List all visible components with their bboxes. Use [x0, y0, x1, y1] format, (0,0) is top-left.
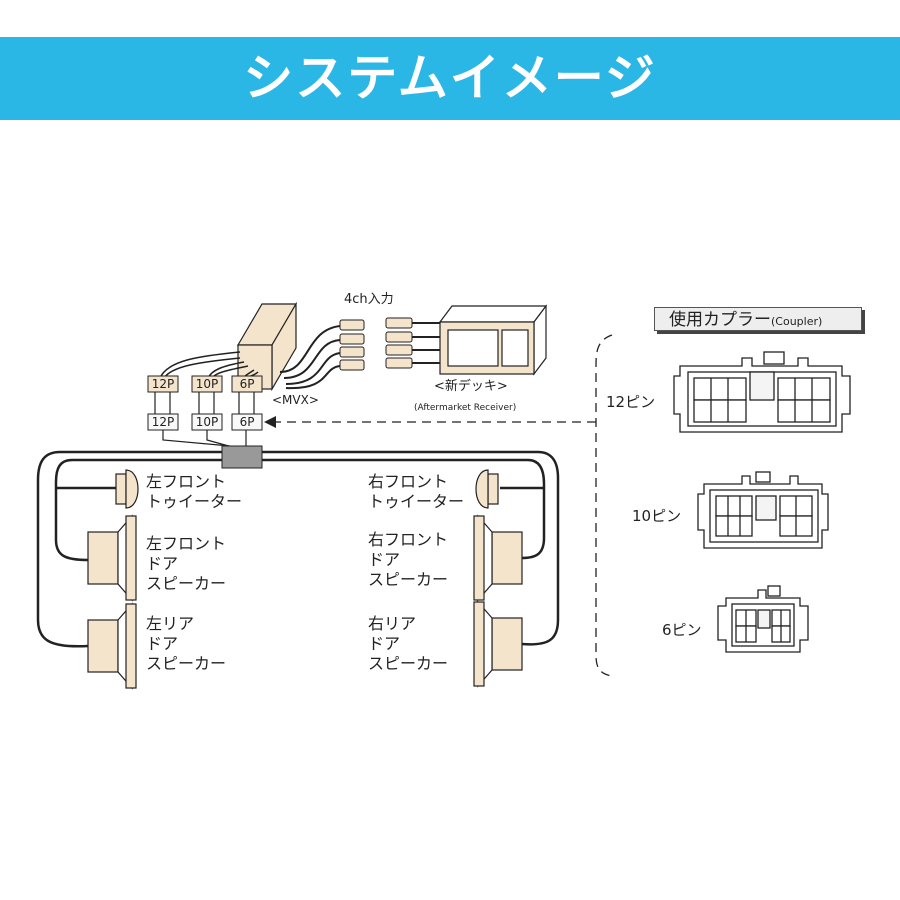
deck-english-label: (Aftermarket Receiver)	[414, 403, 517, 413]
right-front-tweeter-label: 右フロント トゥイーター	[368, 472, 464, 512]
right-rear-door-label: 右リア ドア スピーカー	[368, 614, 448, 674]
plug-12p-label: 12P	[151, 377, 175, 391]
title-banner: システムイメージ	[0, 37, 900, 120]
plug-12p-label-lower: 12P	[151, 415, 175, 429]
left-front-door-speaker-shape	[87, 514, 137, 602]
coupler-link-arrow	[264, 416, 276, 428]
left-front-tweeter-shape	[115, 469, 139, 509]
coupler-title-text: 使用カプラー	[669, 310, 771, 330]
mvx-label: <MVX>	[272, 393, 319, 407]
right-front-door-label: 右フロント ドア スピーカー	[368, 530, 448, 590]
label-line: スピーカー	[146, 574, 227, 593]
mvx-unit	[236, 301, 298, 392]
label-line: トゥイーター	[368, 492, 465, 511]
plug-6p-label: 6P	[239, 377, 255, 391]
right-front-tweeter-shape	[475, 469, 499, 509]
rca-plugs	[339, 317, 413, 371]
coupler-link-line	[272, 334, 613, 677]
label-line: スピーカー	[368, 654, 449, 673]
harness-junction	[221, 445, 263, 469]
left-rear-door-speaker-shape	[87, 602, 137, 690]
coupler-12pin-label: 12ピン	[606, 393, 656, 411]
label-line: 左フロント	[146, 472, 227, 491]
label-line: 右フロント	[368, 530, 449, 549]
right-front-door-speaker-shape	[473, 514, 523, 602]
deck-label: <新デッキ>	[434, 379, 508, 394]
label-line: ドア	[146, 554, 179, 573]
left-rear-door-label: 左リア ドア スピーカー	[146, 614, 226, 674]
label-line: 左リア	[146, 614, 195, 633]
banner-title: システムイメージ	[243, 49, 657, 107]
plug-row-lower	[147, 413, 263, 431]
label-line: トゥイーター	[146, 492, 243, 511]
label-line: 左フロント	[146, 534, 227, 553]
plug-10p-label: 10P	[195, 377, 219, 391]
coupler-12pin-shape	[673, 351, 851, 433]
plug-links	[154, 392, 255, 414]
plug-row-upper	[147, 375, 263, 393]
left-front-tweeter-label: 左フロント トゥイーター	[146, 472, 242, 512]
label-line: 右フロント	[368, 472, 449, 491]
right-rear-door-speaker-shape	[473, 600, 523, 688]
coupler-10pin-shape	[697, 471, 829, 549]
coupler-6pin-shape	[717, 585, 809, 653]
deck-wires	[412, 322, 440, 364]
aftermarket-deck	[438, 304, 548, 376]
speaker-harness	[36, 450, 560, 648]
label-line: 右リア	[368, 614, 417, 633]
plug-6p-label-lower: 6P	[239, 415, 255, 429]
coupler-10pin-label: 10ピン	[632, 507, 682, 525]
plug-10p-label-lower: 10P	[195, 415, 219, 429]
label-line: スピーカー	[368, 570, 449, 589]
label-line: ドア	[368, 550, 401, 569]
label-line: スピーカー	[146, 654, 227, 673]
coupler-title: 使用カプラー(Coupler)	[654, 307, 862, 331]
coupler-title-sub: (Coupler)	[771, 315, 823, 328]
input-4ch-label: 4ch入力	[344, 292, 394, 307]
coupler-6pin-label: 6ピン	[662, 621, 702, 639]
label-line: ドア	[368, 634, 401, 653]
label-line: ドア	[146, 634, 179, 653]
left-front-door-label: 左フロント ドア スピーカー	[146, 534, 226, 594]
rca-cables	[279, 325, 341, 390]
